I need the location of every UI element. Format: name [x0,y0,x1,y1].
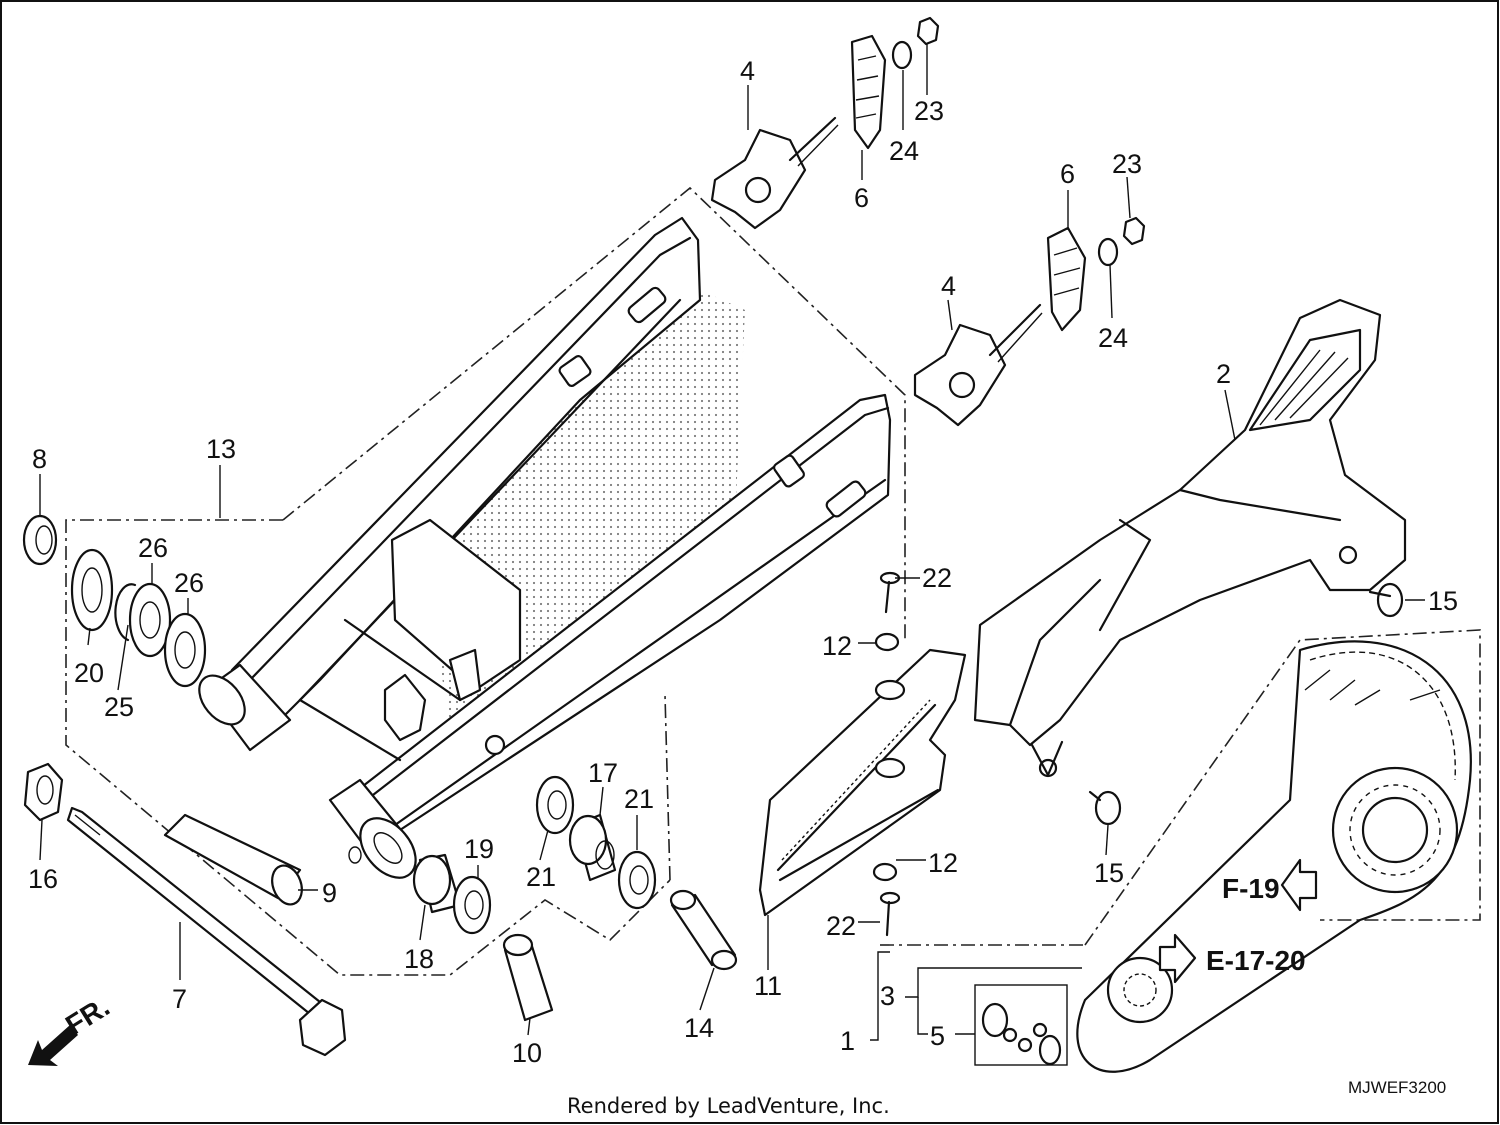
callout-5: 5 [930,1021,945,1051]
callout-15-lower: 15 [1094,858,1124,888]
credit-text: Rendered by LeadVenture, Inc. [567,1094,890,1118]
callout-24-lower: 24 [1098,323,1128,353]
callout-22-upper: 22 [922,563,952,593]
collar-14 [669,889,738,971]
washer-lower [1097,237,1119,267]
collar-upper [874,632,900,652]
chain-adjuster-lower [913,303,1043,427]
callout-24-upper: 24 [889,136,919,166]
pivot-nut [23,762,64,822]
callout-15-right: 15 [1428,586,1458,616]
dust-seal-21a [535,775,575,835]
callout-3: 3 [880,981,895,1011]
master-link-kit [974,984,1068,1066]
dust-seal-21b [617,850,657,910]
front-arrow-icon [28,1025,78,1066]
collar-lower [872,862,898,882]
bolt-lower [879,891,901,937]
chain-case [973,298,1407,778]
callout-26-left: 26 [138,533,168,563]
callout-21-left: 21 [526,862,556,892]
diagram-code: MJWEF3200 [1348,1078,1446,1097]
callout-22-lower: 22 [826,911,856,941]
bushing-17 [568,813,617,882]
callout-10: 10 [512,1038,542,1068]
leader-lines [39,44,1425,1041]
washer-upper [891,40,913,70]
dust-seal [22,514,58,566]
callout-4-upper: 4 [740,56,755,86]
circlip [114,583,137,642]
callout-25: 25 [104,692,134,722]
callout-11: 11 [754,971,782,1001]
bearing-20 [70,548,114,632]
pivot-bolt [66,806,347,1057]
callout-9: 9 [322,878,337,908]
nut-lower [1122,216,1146,246]
callout-18: 18 [404,944,434,974]
callout-20: 20 [74,658,104,688]
ref-f19: F-19 [1222,873,1280,904]
callout-19: 19 [464,834,494,864]
nut-upper [916,16,940,46]
callout-26-right: 26 [174,568,204,598]
callout-13: 13 [206,434,236,464]
callout-2: 2 [1216,359,1231,389]
swingarm [198,216,892,879]
callout-17: 17 [588,758,618,788]
callout-21-right: 21 [624,784,654,814]
chain-adjuster-upper [710,116,839,230]
ref-e1720: E-17-20 [1206,945,1306,976]
dust-seal-19 [452,875,492,935]
bolt-upper [879,571,901,614]
callout-16: 16 [28,864,58,894]
callout-6-lower: 6 [1060,159,1075,189]
bearing-26b [163,612,207,688]
pivot-collar [163,813,303,906]
callout-23-upper: 23 [914,96,944,126]
callout-8: 8 [32,444,47,474]
collar-10 [502,933,554,1022]
callout-6-upper: 6 [854,183,869,213]
adjuster-plate-upper [850,34,887,150]
drive-chain [1076,640,1472,1073]
callout-4-lower: 4 [941,271,956,301]
callout-labels: 1 2 3 4 4 5 6 6 7 8 9 10 11 12 12 13 14 … [28,56,1458,1068]
bolt-15-lower [1088,790,1122,826]
arrow-f19-icon [1280,858,1318,912]
callout-1: 1 [840,1026,855,1056]
callout-14: 14 [684,1013,714,1043]
assembly-outlines [65,186,1481,976]
callout-23-lower: 23 [1112,149,1142,179]
bolt-15-right [1368,582,1404,618]
bearing-26a [128,582,172,658]
callout-12-lower: 12 [928,848,958,878]
adjuster-plate-lower [1046,226,1087,332]
callout-12-upper: 12 [822,631,852,661]
callout-7: 7 [172,984,187,1014]
chain-slider [758,648,967,917]
arrow-e1720-icon [1158,933,1197,984]
